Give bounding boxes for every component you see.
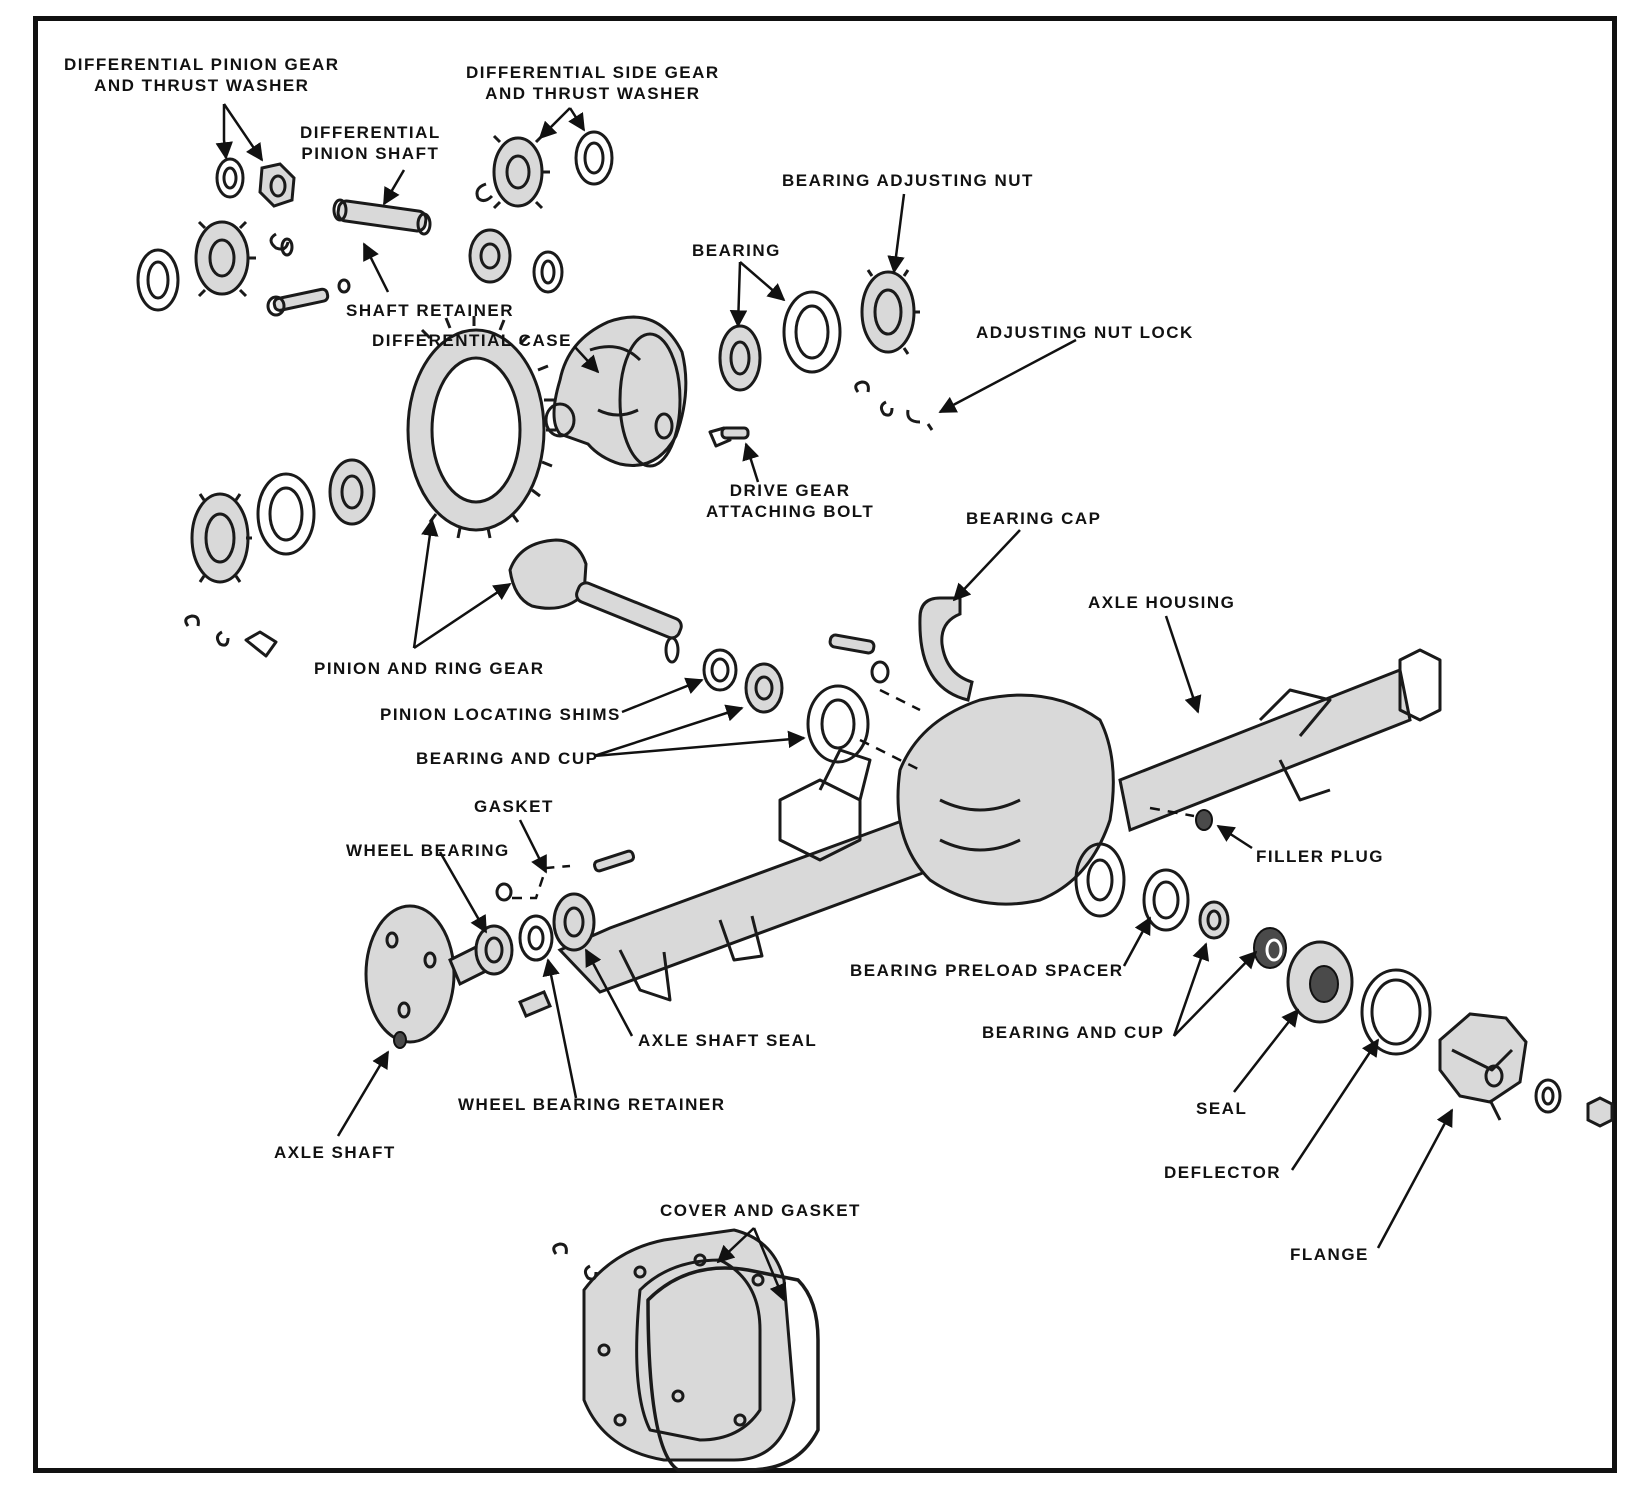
label-cover-and-gasket: COVER AND GASKET <box>660 1201 861 1220</box>
adjusting-nut-lock-right <box>854 380 934 431</box>
bearing-cap <box>828 596 974 702</box>
filler-plug <box>1149 806 1213 831</box>
label-bearing-preload-spacer: BEARING PRELOAD SPACER <box>850 961 1124 980</box>
assembly-line-cap <box>879 688 921 712</box>
deflector <box>1360 968 1432 1056</box>
label-flange: FLANGE <box>1290 1245 1369 1264</box>
pinion-bearing-cup <box>806 684 870 764</box>
axle-shaft-flange <box>364 904 502 1049</box>
leader-lines <box>215 103 1454 1302</box>
axle-housing <box>557 648 1442 1002</box>
label-filler-plug: FILLER PLUG <box>1256 847 1384 866</box>
retainer-clip <box>475 182 494 203</box>
label-wheel-bearing: WHEEL BEARING <box>346 841 510 860</box>
label-pinion-and-ring-gear: PINION AND RING GEAR <box>314 659 545 678</box>
adjusting-nut-lock-left <box>184 614 278 658</box>
shaft-retainer-bolt <box>266 278 351 317</box>
assembly-line-gasket <box>512 864 571 900</box>
pinion-gear-lower <box>468 228 512 284</box>
label-bearing-and-cup-upper: BEARING AND CUP <box>416 749 599 768</box>
bearing-cup-left <box>256 472 316 556</box>
label-deflector: DEFLECTOR <box>1164 1163 1282 1182</box>
bearing-preload-spacer <box>1142 868 1190 932</box>
differential-case <box>544 315 688 468</box>
label-bearing-and-cup-lower: BEARING AND CUP <box>982 1023 1165 1042</box>
side-gear-left <box>194 220 256 298</box>
thrust-washer-left <box>136 248 180 312</box>
label-differential-side-gear: DIFFERENTIAL SIDE GEAR AND THRUST WASHER <box>466 63 720 103</box>
label-differential-pinion-shaft: DIFFERENTIAL PINION SHAFT <box>300 123 441 163</box>
companion-flange <box>1438 1012 1528 1121</box>
label-seal: SEAL <box>1196 1099 1248 1118</box>
wheel-bearing-retainer <box>518 914 554 962</box>
label-drive-gear-attaching-bolt: DRIVE GEAR ATTACHING BOLT <box>706 481 875 521</box>
wheel-bearing <box>474 924 514 976</box>
pinion-bearing-cone-rear <box>1198 900 1230 940</box>
side-gear-right <box>492 134 550 210</box>
differential-pinion-shaft <box>332 198 432 236</box>
label-bearing-adjusting-nut: BEARING ADJUSTING NUT <box>782 171 1034 190</box>
label-differential-case: DIFFERENTIAL CASE <box>372 331 572 350</box>
bearing-cone-left <box>328 458 376 526</box>
bearing-adjusting-nut-left <box>190 492 252 584</box>
pinion-bearing-cup-rear <box>1253 927 1287 969</box>
label-differential-pinion-gear: DIFFERENTIAL PINION GEAR AND THRUST WASH… <box>64 55 340 95</box>
pinion-seal <box>1286 940 1354 1024</box>
pinion-locating-shim <box>702 648 738 692</box>
label-axle-shaft-seal: AXLE SHAFT SEAL <box>638 1031 818 1050</box>
retainer-bolts <box>495 849 636 1018</box>
drive-pinion <box>508 538 683 664</box>
pinion-bearing-cone <box>744 662 784 714</box>
label-wheel-bearing-retainer: WHEEL BEARING RETAINER <box>458 1095 726 1114</box>
pinion-nut <box>1586 1096 1614 1128</box>
bearing-adjusting-nut-right <box>860 269 920 355</box>
thrust-washer-pinion <box>215 157 245 199</box>
bearing-cone-right <box>718 324 762 392</box>
bearing-cup-right <box>782 290 842 374</box>
drive-gear-attaching-bolt <box>708 426 750 448</box>
lock-clip-small <box>269 232 294 257</box>
label-bearing: BEARING <box>692 241 781 260</box>
pinion-washer <box>1534 1078 1562 1114</box>
label-shaft-retainer: SHAFT RETAINER <box>346 301 515 320</box>
ring-gear <box>406 316 556 539</box>
differential-pinion-gear <box>258 162 296 208</box>
diagram-border <box>33 16 1617 1473</box>
label-gasket: GASKET <box>474 797 554 816</box>
label-axle-shaft: AXLE SHAFT <box>274 1143 396 1162</box>
label-bearing-cap: BEARING CAP <box>966 509 1102 528</box>
thrust-washer-side <box>574 130 614 186</box>
label-axle-housing: AXLE HOUSING <box>1088 593 1236 612</box>
thrust-washer-lower <box>532 250 564 294</box>
assembly-line-pinion <box>859 738 921 772</box>
axle-shaft-seal <box>552 892 596 952</box>
label-pinion-locating-shims: PINION LOCATING SHIMS <box>380 705 621 724</box>
label-adjusting-nut-lock: ADJUSTING NUT LOCK <box>976 323 1194 342</box>
cover-and-gasket <box>552 1228 820 1472</box>
